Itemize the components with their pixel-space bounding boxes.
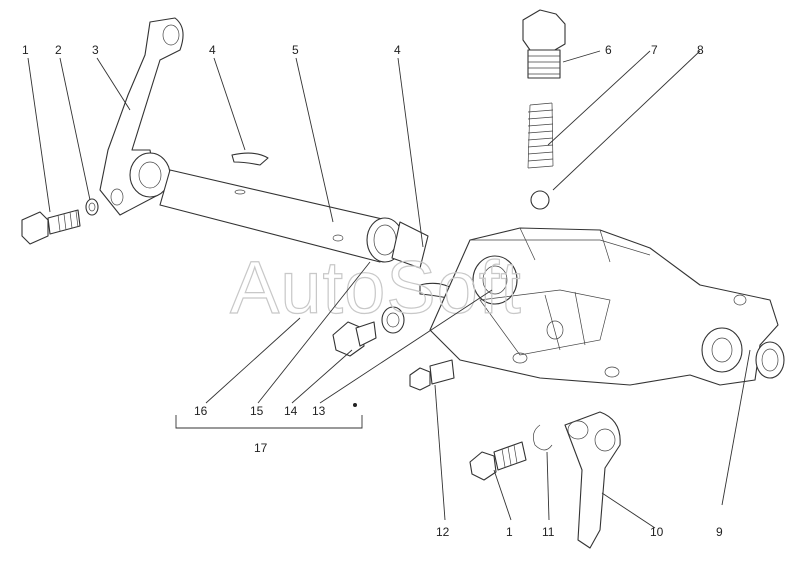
callout-12: 12 <box>436 525 450 539</box>
ring-part <box>755 341 785 379</box>
washer-part <box>85 198 99 216</box>
callout-1: 1 <box>22 43 29 57</box>
callout-16: 16 <box>194 404 208 418</box>
bolt-part-12 <box>409 359 455 391</box>
callout-1-lower: 1 <box>506 525 513 539</box>
ball-part <box>530 190 550 210</box>
callout-17: 17 <box>254 441 268 455</box>
callout-4: 4 <box>209 43 216 57</box>
bushing-part <box>366 217 429 269</box>
callout-10: 10 <box>650 525 664 539</box>
callout-9: 9 <box>716 525 723 539</box>
callout-13: 13 <box>312 404 326 418</box>
callout-14: 14 <box>284 404 298 418</box>
bolt-part-14 <box>332 321 377 357</box>
bolt-part-left <box>21 209 81 245</box>
circlip-part <box>533 424 553 451</box>
spring-part <box>527 102 554 169</box>
marker-dot <box>353 403 357 407</box>
plug-part-13 <box>381 306 405 334</box>
callout-15: 15 <box>250 404 264 418</box>
plug-part <box>522 9 566 79</box>
callout-3: 3 <box>92 43 99 57</box>
callout-7: 7 <box>651 43 658 57</box>
leader-lines <box>27 50 751 529</box>
callout-11: 11 <box>542 525 555 539</box>
callout-2: 2 <box>55 43 62 57</box>
lever-part-10 <box>564 411 621 549</box>
callout-4-second: 4 <box>394 43 401 57</box>
bolt-part-lower <box>469 441 527 481</box>
callout-5: 5 <box>292 43 299 57</box>
shaft-part <box>159 169 396 263</box>
key-part <box>231 152 269 166</box>
housing-part <box>429 227 779 386</box>
watermark: AutoSoft <box>230 246 522 329</box>
callout-8: 8 <box>697 43 704 57</box>
callout-6: 6 <box>605 43 612 57</box>
